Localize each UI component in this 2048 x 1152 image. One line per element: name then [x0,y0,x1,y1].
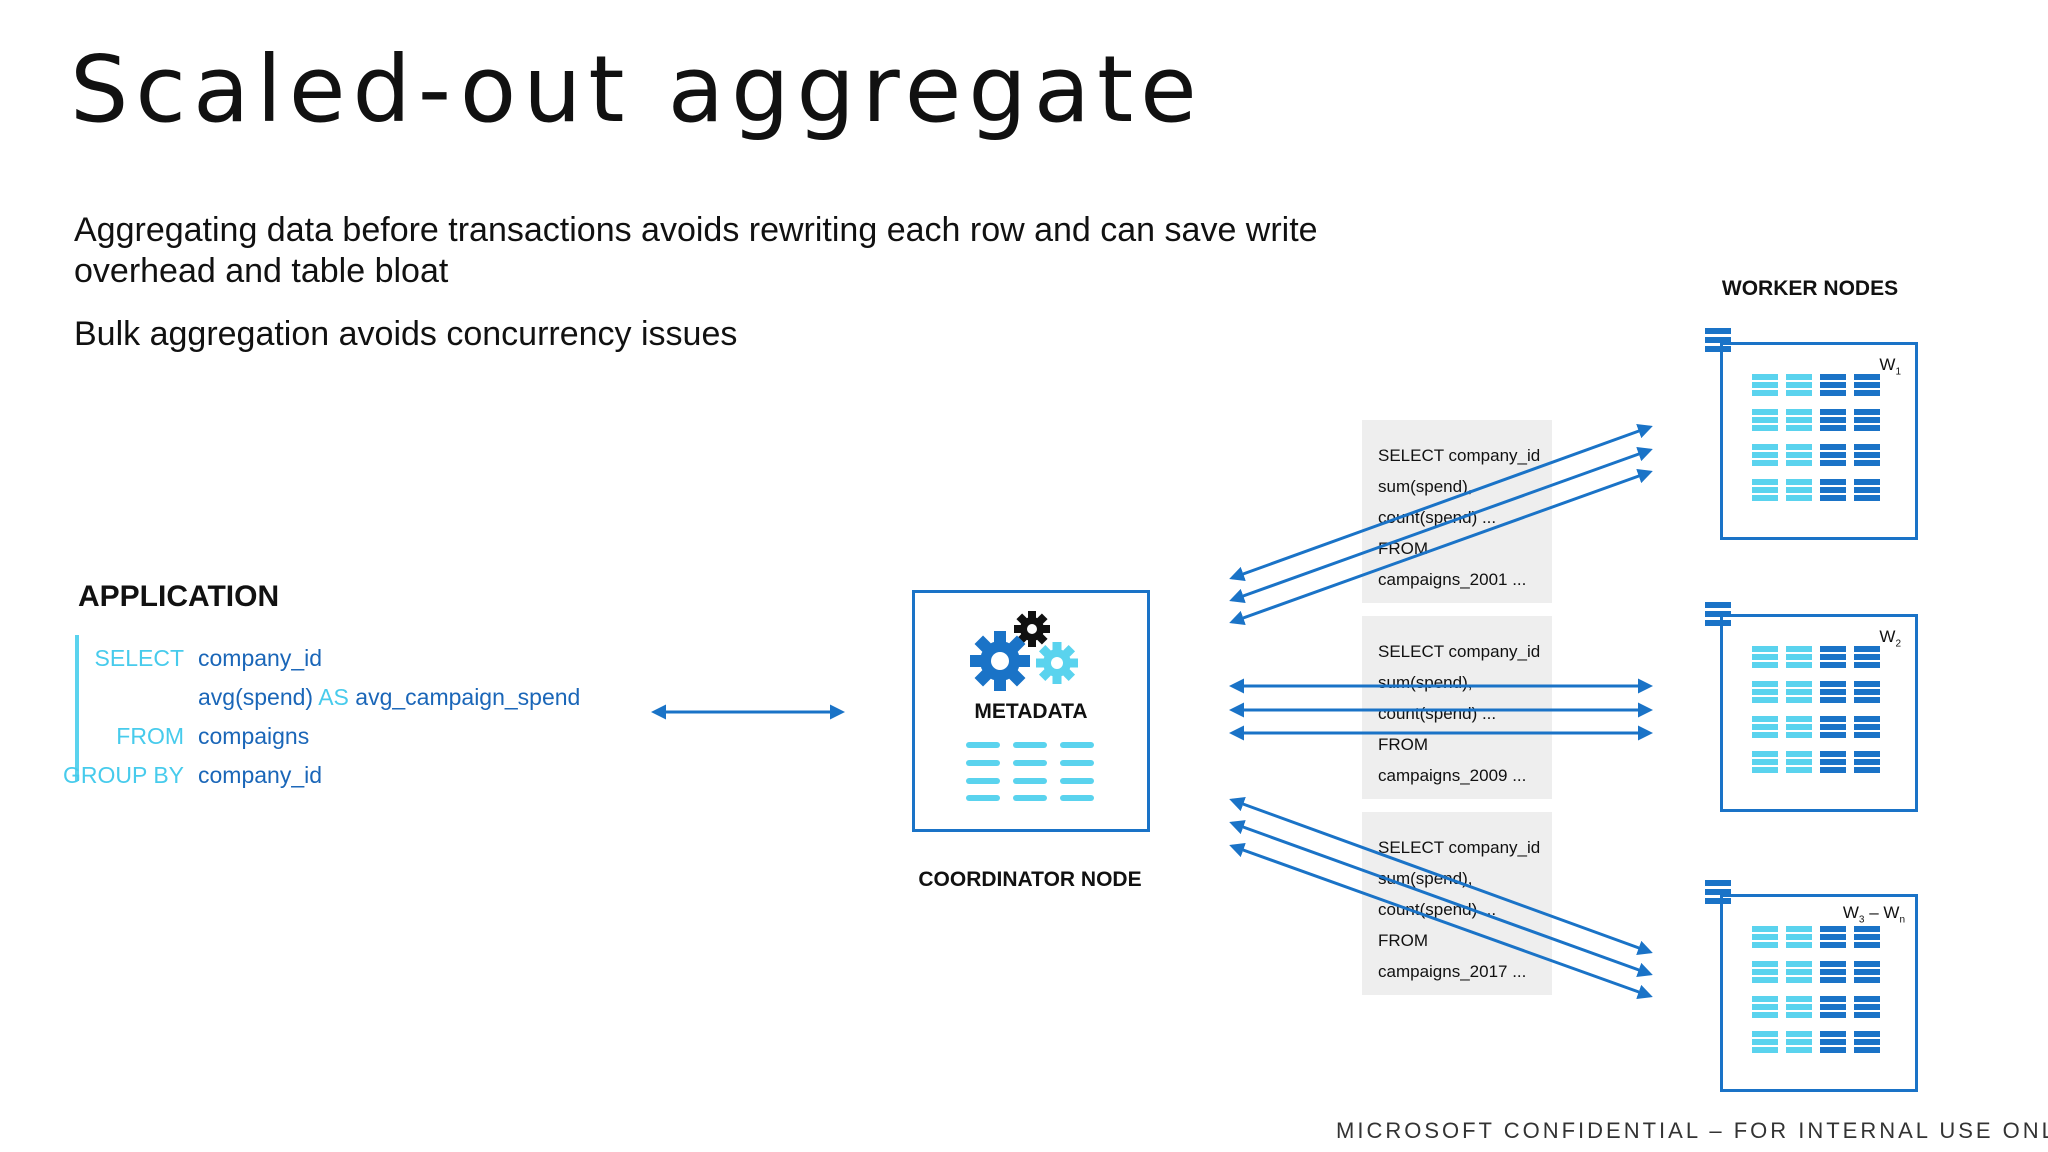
sql-expression: avg(spend) AS avg_campaign_spend [198,684,581,710]
metadata-label: METADATA [974,700,1088,723]
arrows-worker-3 [1229,797,1653,1000]
shard-tables-icon-3 [1752,926,1880,1053]
worker-node-2-label: W2 [1879,627,1901,650]
server-icon-2 [1705,602,1731,626]
arrow-w1-a [1229,424,1653,581]
arrow-w3-a [1229,797,1653,955]
metadata-list-icon [966,742,1094,801]
arrow-w3-c [1229,842,1653,1000]
gear-blue-icon [970,631,1030,691]
bullet-bulk-aggregation: Bulk aggregation avoids concurrency issu… [74,315,738,353]
query-line-avg: avg(spend) AS avg_campaign_spend [0,684,2048,722]
arrow-w1-b [1229,446,1653,604]
bullet-aggregating: Aggregating data before transactions avo… [74,211,1318,290]
query-line-select: SELECT company_id [0,645,2048,683]
slide-title: Scaled-out aggregate [70,36,1204,143]
gear-cyan-icon [1036,642,1078,684]
sql-value: company_id [198,762,323,788]
arrow-w1-c [1229,468,1653,626]
query-line-group-by: GROUP BY company_id [0,762,2048,800]
arrows-worker-2 [1229,678,1653,741]
server-icon-1 [1705,328,1731,352]
worker-node-3-label: W3 – Wn [1842,903,1905,926]
coordinator-node-label: COORDINATOR NODE [918,868,1142,891]
application-label: APPLICATION [78,580,280,613]
server-icon-3 [1705,880,1731,904]
code-accent-bar [75,635,79,781]
shard-tables-icon-1 [1752,374,1880,501]
shard-tables-icon-2 [1752,646,1880,773]
sql-value: company_id [198,645,323,671]
sql-keyword: FROM [116,723,184,749]
sql-value: compaigns [198,723,310,749]
confidential-footer: MICROSOFT CONFIDENTIAL – FOR INTERNAL US… [1336,1118,2048,1143]
worker-nodes-label: WORKER NODES [1721,277,1899,300]
sql-keyword: SELECT [94,645,184,671]
sql-keyword: GROUP BY [63,762,184,788]
query-line-from: FROM compaigns [0,723,2048,761]
worker-node-1-label: W1 [1879,355,1901,378]
arrow-w3-b [1229,820,1653,977]
arrows-worker-1 [1229,424,1653,626]
sql-keyword-as: AS [318,684,349,710]
